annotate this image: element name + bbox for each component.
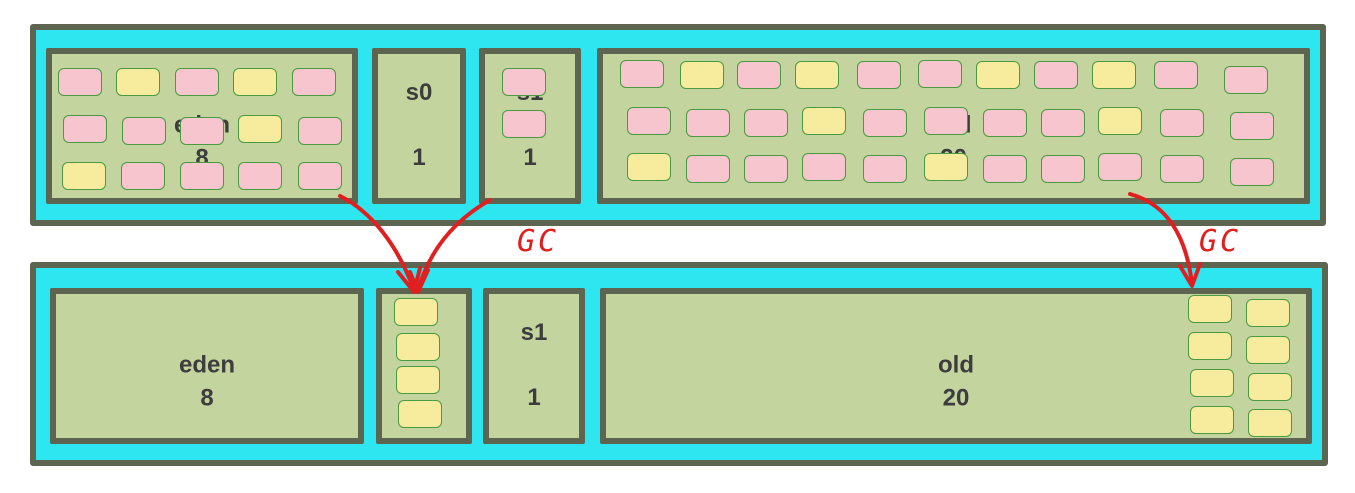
dead-object bbox=[175, 68, 219, 96]
dead-object bbox=[180, 162, 224, 190]
dead-object bbox=[857, 61, 901, 89]
dead-object bbox=[924, 107, 968, 135]
dead-object bbox=[298, 117, 342, 145]
dead-object bbox=[58, 68, 102, 96]
live-object bbox=[396, 366, 440, 394]
live-object bbox=[802, 107, 846, 135]
live-object bbox=[1188, 332, 1232, 360]
dead-object bbox=[63, 115, 107, 143]
dead-object bbox=[744, 109, 788, 137]
dead-object bbox=[802, 153, 846, 181]
live-object bbox=[1190, 369, 1234, 397]
live-object bbox=[924, 153, 968, 181]
dead-object bbox=[627, 107, 671, 135]
dead-object bbox=[502, 68, 546, 96]
dead-object bbox=[1160, 109, 1204, 137]
dead-object bbox=[1230, 112, 1274, 140]
dead-object bbox=[121, 162, 165, 190]
s0-region-before: s0 1 bbox=[372, 48, 466, 204]
live-object bbox=[1246, 299, 1290, 327]
dead-object bbox=[180, 117, 224, 145]
live-object bbox=[627, 153, 671, 181]
dead-object bbox=[1098, 153, 1142, 181]
dead-object bbox=[292, 68, 336, 96]
dead-object bbox=[737, 61, 781, 89]
live-object bbox=[62, 162, 106, 190]
old-label-after: old 20 bbox=[606, 317, 1306, 414]
eden-name-after: eden bbox=[178, 351, 235, 379]
major-gc-label: GC bbox=[1199, 224, 1242, 259]
s0-size-before: 1 bbox=[412, 144, 426, 172]
live-object bbox=[1188, 295, 1232, 323]
dead-object bbox=[744, 155, 788, 183]
dead-object bbox=[1041, 155, 1085, 183]
live-object bbox=[398, 400, 442, 428]
eden-size-after: 8 bbox=[200, 384, 214, 412]
live-object bbox=[1190, 406, 1234, 434]
s1-name-after: s1 bbox=[520, 319, 548, 347]
old-name-after: old bbox=[938, 351, 974, 379]
live-object bbox=[1248, 409, 1292, 437]
dead-object bbox=[238, 162, 282, 190]
dead-object bbox=[1160, 155, 1204, 183]
live-object bbox=[394, 298, 438, 326]
eden-to-s0-arrow bbox=[338, 194, 416, 292]
eden-region-after: eden 8 bbox=[50, 288, 364, 444]
eden-label-after: eden 8 bbox=[56, 317, 358, 414]
s1-label-after: s1 1 bbox=[489, 285, 579, 447]
live-object bbox=[116, 68, 160, 96]
old-size-after: 20 bbox=[942, 384, 970, 412]
dead-object bbox=[1034, 61, 1078, 89]
dead-object bbox=[1154, 61, 1198, 89]
old-compaction-arrowhead bbox=[1178, 262, 1202, 288]
live-object bbox=[1098, 107, 1142, 135]
live-object bbox=[1248, 373, 1292, 401]
live-object bbox=[396, 333, 440, 361]
minor-gc-label: GC bbox=[517, 224, 560, 259]
old-compaction-arrow bbox=[1128, 192, 1194, 286]
eden-to-s0-arrowhead bbox=[396, 266, 422, 294]
dead-object bbox=[122, 117, 166, 145]
live-object bbox=[680, 61, 724, 89]
live-object bbox=[238, 115, 282, 143]
dead-object bbox=[686, 109, 730, 137]
dead-object bbox=[620, 60, 664, 88]
s0-name-before: s0 bbox=[405, 79, 433, 107]
live-object bbox=[233, 68, 277, 96]
live-object bbox=[976, 61, 1020, 89]
dead-object bbox=[863, 155, 907, 183]
dead-object bbox=[1230, 158, 1274, 186]
dead-object bbox=[1224, 66, 1268, 94]
dead-object bbox=[686, 155, 730, 183]
s1-size-after: 1 bbox=[527, 384, 541, 412]
dead-object bbox=[983, 155, 1027, 183]
dead-object bbox=[863, 109, 907, 137]
dead-object bbox=[298, 162, 342, 190]
dead-object bbox=[918, 60, 962, 88]
s0-label-before: s0 1 bbox=[378, 45, 460, 207]
live-object bbox=[1246, 336, 1290, 364]
s1-to-s0-arrow bbox=[416, 198, 492, 292]
s1-to-s0-arrowhead bbox=[408, 268, 430, 294]
live-object bbox=[795, 61, 839, 89]
s1-region-after: s1 1 bbox=[483, 288, 585, 444]
dead-object bbox=[1041, 109, 1085, 137]
dead-object bbox=[502, 110, 546, 138]
live-object bbox=[1092, 61, 1136, 89]
s1-size-before: 1 bbox=[523, 144, 537, 172]
dead-object bbox=[983, 109, 1027, 137]
